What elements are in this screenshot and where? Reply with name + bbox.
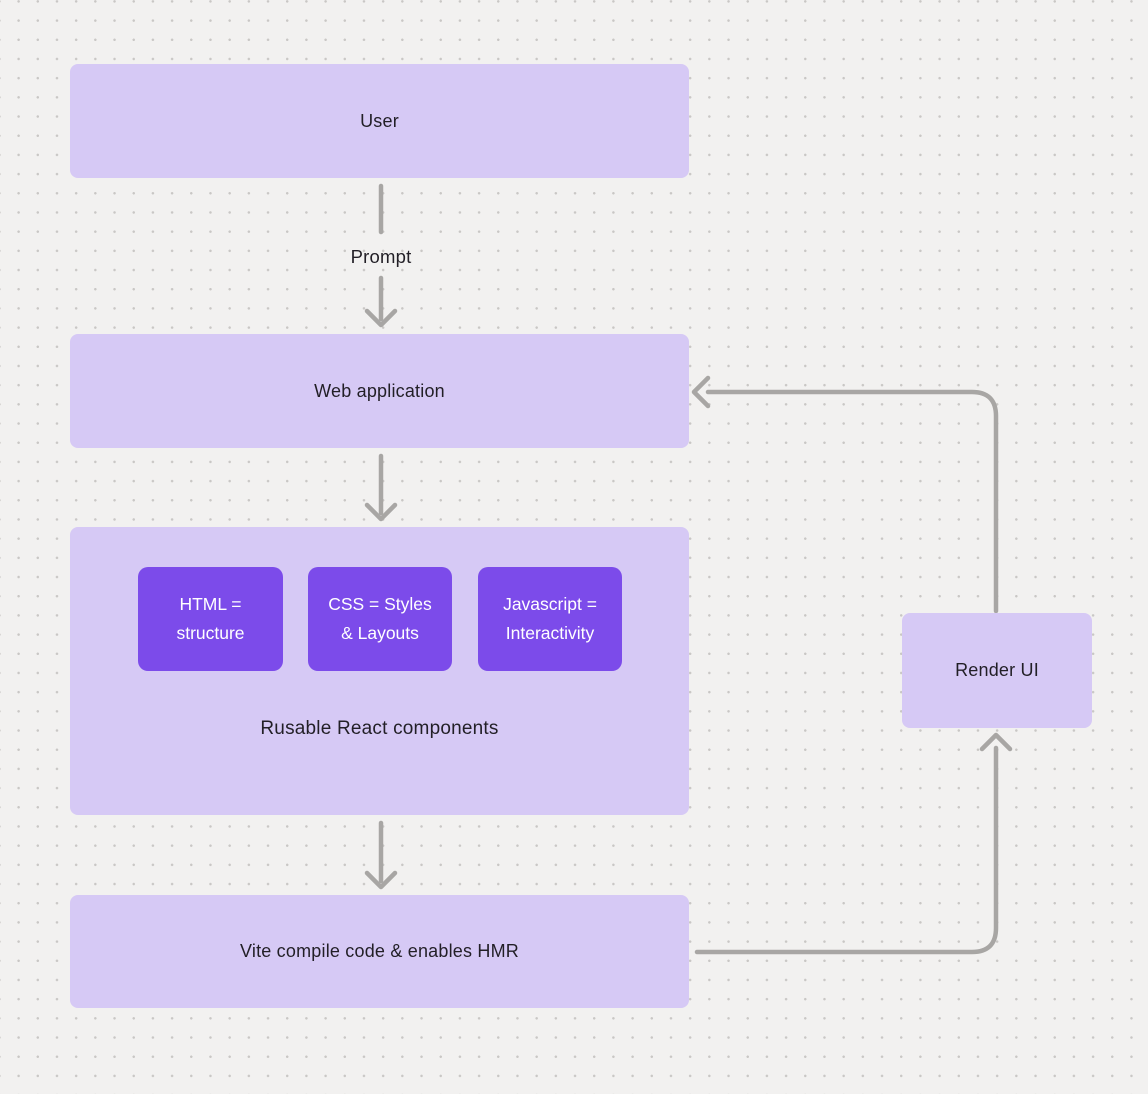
node-html: HTML = structure <box>138 567 283 671</box>
node-css: CSS = Styles & Layouts <box>308 567 452 671</box>
node-html-label-line2: structure <box>176 623 245 643</box>
edge-render-to-webapp-shaft <box>705 389 999 614</box>
edge-label-prompt: Prompt <box>350 246 412 267</box>
edge-vite-to-render-arrowhead <box>979 732 1013 752</box>
node-user-label: User <box>360 110 399 131</box>
node-javascript-label-line2: Interactivity <box>505 623 595 643</box>
edge-group-to-vite-arrowhead <box>364 870 398 890</box>
node-javascript-label-line1: Javascript = <box>503 594 597 614</box>
edge-user-to-webapp-arrowhead <box>364 308 398 328</box>
node-render-ui-label: Render UI <box>955 660 1039 680</box>
node-user: User <box>70 64 689 178</box>
edge-vite-to-render-shaft <box>694 745 999 955</box>
node-web-application: Web application <box>70 334 689 448</box>
edge-render-to-webapp-arrowhead <box>691 375 711 409</box>
node-vite-label: Vite compile code & enables HMR <box>239 941 519 961</box>
node-web-application-label: Web application <box>314 380 445 401</box>
edge-webapp-to-group-arrowhead <box>364 502 398 522</box>
components-group-caption: Rusable React components <box>260 718 499 739</box>
node-javascript: Javascript = Interactivity <box>478 567 622 671</box>
node-css-label-line1: CSS = Styles <box>328 594 432 614</box>
node-css-label-line2: & Layouts <box>341 623 419 643</box>
node-vite: Vite compile code & enables HMR <box>70 895 689 1008</box>
node-render-ui: Render UI <box>902 613 1092 728</box>
node-html-label-line1: HTML = <box>179 594 242 614</box>
